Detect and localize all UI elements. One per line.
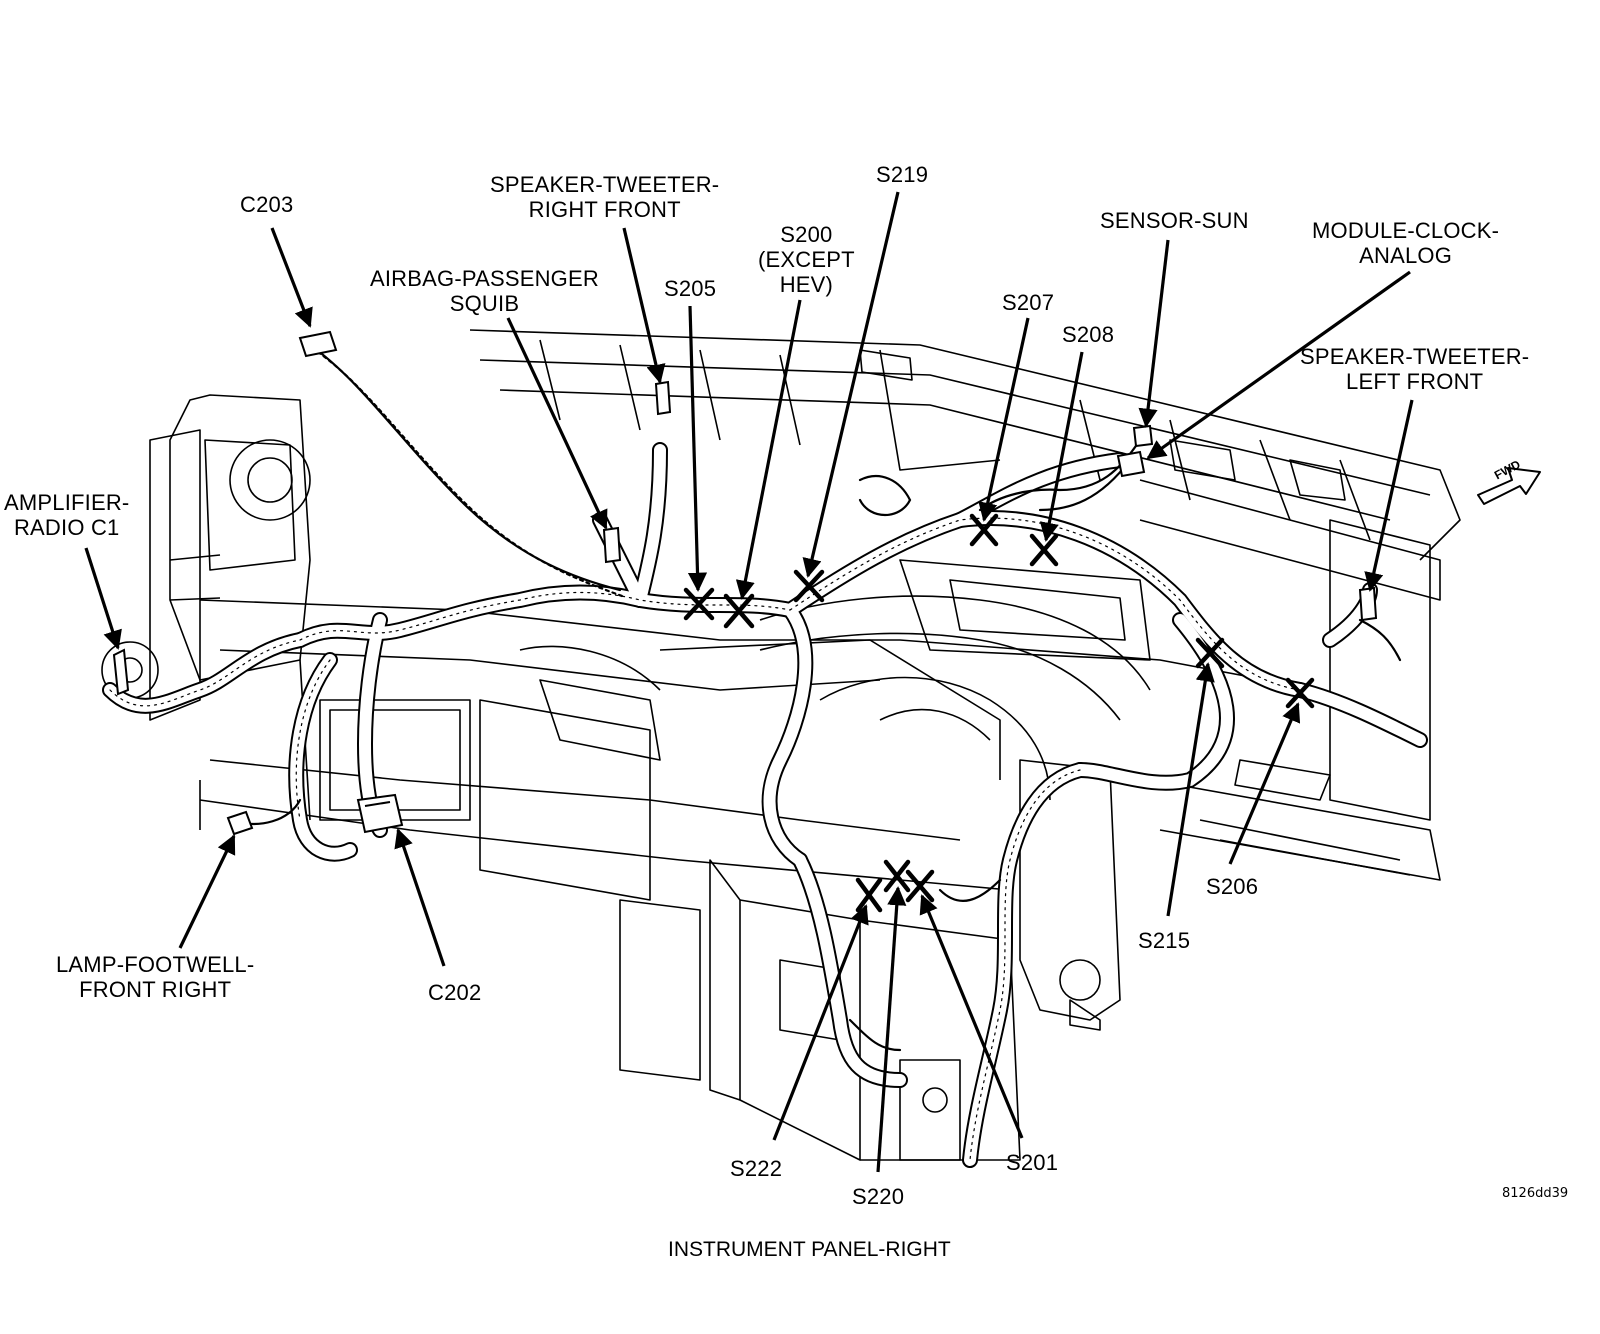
arrow-s207	[978, 317, 1030, 522]
label-s207-text: S207	[1002, 290, 1055, 315]
leader-arrows	[84, 191, 1414, 1173]
label-s200: S200 (EXCEPT HEV)	[758, 222, 855, 297]
label-c202-text: C202	[428, 980, 482, 1005]
label-line: SPEAKER-TWEETER-	[1300, 344, 1530, 369]
arrow-s215	[1166, 662, 1215, 917]
label-s220-text: S220	[852, 1184, 905, 1209]
splice-marks	[683, 513, 1315, 913]
label-s205: S205	[664, 276, 716, 301]
arrow-amplifier-radio-c1	[84, 547, 122, 650]
label-s222-text: S222	[730, 1156, 783, 1181]
label-line: SQUIB	[449, 291, 520, 316]
label-line: AIRBAG-PASSENGER	[370, 266, 599, 291]
label-module-clock-analog: MODULE-CLOCK- ANALOG	[1312, 218, 1499, 268]
label-s206: S206	[1206, 874, 1258, 899]
label-speaker-tweeter-right-front: SPEAKER-TWEETER- RIGHT FRONT	[490, 172, 719, 222]
arrow-speaker-tweeter-rf	[622, 227, 666, 384]
lamp-footwell-connector	[226, 810, 254, 836]
label-s215: S215	[1138, 928, 1190, 953]
s200-splice	[723, 593, 755, 629]
label-sensor-sun-text: SENSOR-SUN	[1100, 208, 1249, 233]
label-speaker-tweeter-left-front: SPEAKER-TWEETER- LEFT FRONT	[1300, 344, 1529, 394]
s220-splice	[883, 859, 911, 893]
arrow-s201	[919, 894, 1024, 1139]
label-line: SPEAKER-TWEETER-	[490, 172, 720, 197]
label-s215-text: S215	[1138, 928, 1191, 953]
c202-connector	[356, 793, 404, 834]
label-s208-text: S208	[1062, 322, 1115, 347]
label-s207: S207	[1002, 290, 1054, 315]
arrow-s208	[1039, 351, 1084, 542]
arrow-c203	[270, 227, 313, 328]
label-sensor-sun: SENSOR-SUN	[1100, 208, 1249, 233]
label-s208: S208	[1062, 322, 1114, 347]
label-line: (EXCEPT	[758, 247, 855, 272]
label-c203: C203	[240, 192, 293, 217]
instrument-panel-structure	[101, 329, 1541, 1161]
label-line: FRONT RIGHT	[79, 977, 232, 1002]
arrow-s220	[876, 886, 907, 1173]
amplifier-radio-c1-connector	[112, 648, 130, 696]
sensor-sun-connector	[1132, 424, 1154, 448]
label-s205-text: S205	[664, 276, 717, 301]
arrow-s206	[1228, 702, 1301, 865]
label-line: S200	[780, 222, 833, 247]
label-line: RIGHT FRONT	[528, 197, 681, 222]
label-s206-text: S206	[1206, 874, 1259, 899]
label-s222: S222	[730, 1156, 782, 1181]
figure-caption: INSTRUMENT PANEL-RIGHT	[668, 1238, 951, 1261]
label-line: LEFT FRONT	[1346, 369, 1484, 394]
label-airbag-passenger-squib: AIRBAG-PASSENGER SQUIB	[370, 266, 599, 316]
connectors	[112, 330, 1378, 836]
arrow-s205	[687, 305, 708, 592]
s201-splice	[905, 869, 935, 903]
label-amplifier-radio-c1: AMPLIFIER- RADIO C1	[4, 490, 129, 540]
tweeter-rf-connector	[654, 380, 672, 416]
label-s201-text: S201	[1006, 1150, 1059, 1175]
figure-reference: 8126dd39	[1502, 1186, 1569, 1201]
label-line: RADIO C1	[13, 515, 120, 540]
s206-splice	[1285, 677, 1315, 709]
label-s201: S201	[1006, 1150, 1058, 1175]
module-clock-connector	[1116, 450, 1146, 478]
c203-connector	[298, 330, 338, 358]
label-c202: C202	[428, 980, 481, 1005]
label-c203-text: C203	[240, 192, 294, 217]
arrow-s222	[772, 904, 869, 1141]
label-s219-text: S219	[876, 162, 929, 187]
arrow-s200	[735, 299, 802, 600]
label-line: MODULE-CLOCK-	[1312, 218, 1500, 243]
tweeter-lf-connector	[1358, 586, 1378, 622]
s205-splice	[683, 587, 715, 621]
label-lamp-footwell-front-right: LAMP-FOOTWELL- FRONT RIGHT	[56, 952, 254, 1002]
arrow-lamp-footwell	[178, 834, 236, 949]
label-line: ANALOG	[1359, 243, 1453, 268]
s208-splice	[1029, 533, 1059, 567]
arrow-speaker-tweeter-lf	[1364, 399, 1414, 592]
arrow-module-clock	[1146, 270, 1411, 460]
s222-splice	[855, 877, 883, 913]
s215-splice	[1195, 637, 1225, 669]
label-line: AMPLIFIER-	[4, 490, 130, 515]
label-line: HEV)	[779, 272, 834, 297]
airbag-squib-connector	[602, 526, 622, 564]
label-s219: S219	[876, 162, 928, 187]
label-line: LAMP-FOOTWELL-	[56, 952, 255, 977]
arrow-s219	[802, 191, 900, 578]
label-s220: S220	[852, 1184, 904, 1209]
arrow-c202	[394, 828, 446, 967]
arrow-sensor-sun	[1138, 239, 1170, 428]
arrow-airbag-squib	[506, 317, 608, 530]
